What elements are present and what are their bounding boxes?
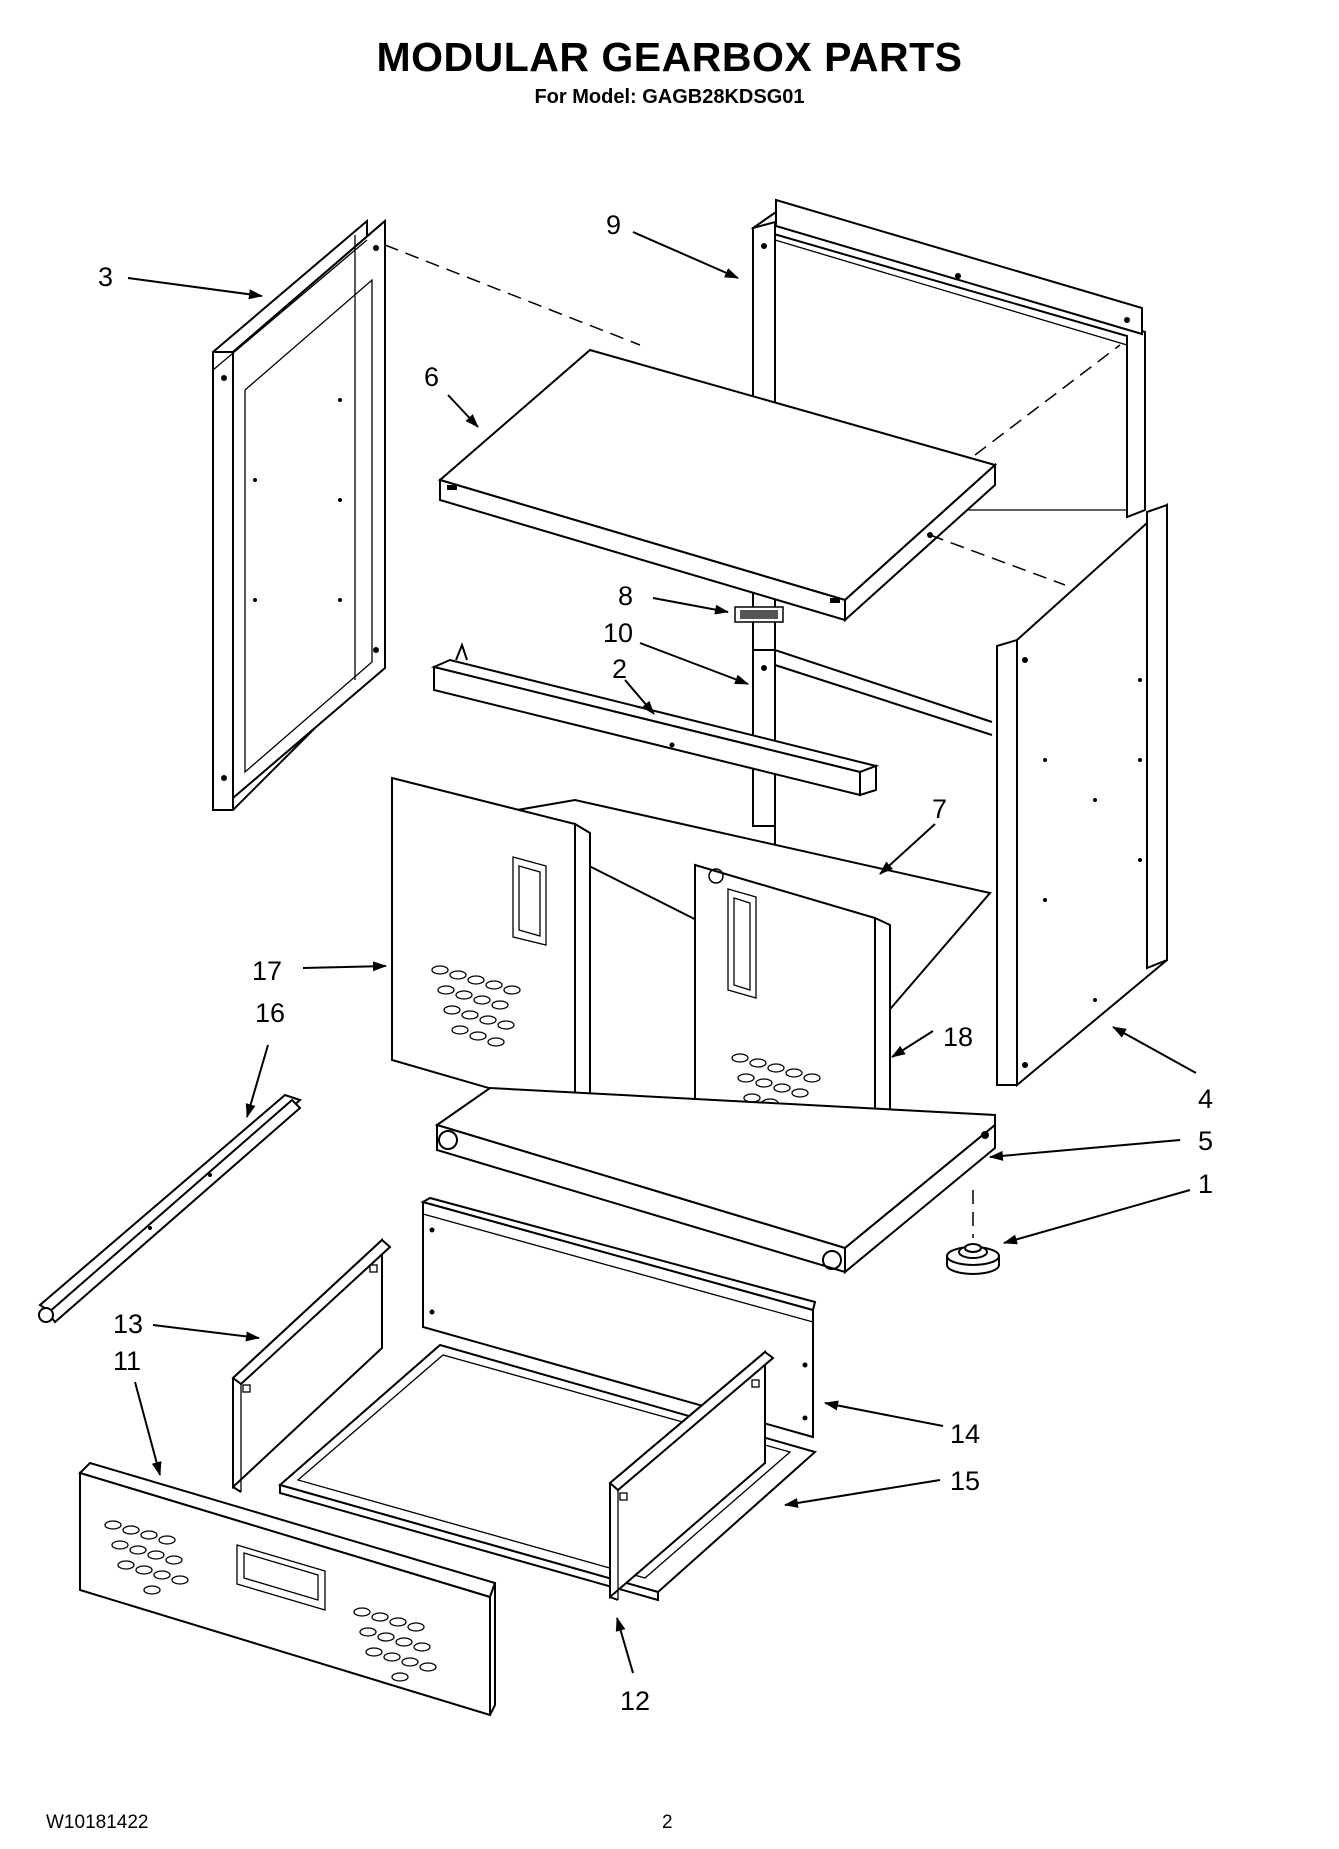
assembly-guide-lines (384, 244, 1121, 1238)
page-title: MODULAR GEARBOX PARTS (376, 34, 963, 80)
callout-18: 18 (943, 1022, 973, 1052)
callout-14: 14 (950, 1419, 980, 1449)
callout-10: 10 (603, 618, 633, 648)
callout-8: 8 (618, 581, 633, 611)
callout-12: 12 (620, 1686, 650, 1716)
part-11-drawer-front (78, 1461, 497, 1717)
part-13-drawer-left-side (231, 1237, 392, 1493)
part-8-label-plate (734, 606, 784, 623)
model-subtitle: For Model: GAGB28KDSG01 (534, 86, 805, 108)
part-1-leveling-foot (946, 1243, 1000, 1275)
callout-3: 3 (98, 262, 113, 292)
callout-1: 1 (1198, 1169, 1213, 1199)
part-3-left-side-frame (212, 218, 386, 811)
part-17-left-door (391, 776, 591, 1115)
part-2-front-crossbar (430, 642, 880, 797)
part-12-drawer-right-side (608, 1349, 775, 1601)
page-number: 2 (662, 1812, 673, 1833)
callout-15: 15 (950, 1466, 980, 1496)
callout-7: 7 (932, 794, 947, 824)
callout-leaders (127, 231, 1197, 1674)
callout-16: 16 (255, 998, 285, 1028)
callout-2: 2 (612, 654, 627, 684)
callout-5: 5 (1198, 1126, 1213, 1156)
callout-17: 17 (252, 956, 282, 986)
callout-4: 4 (1198, 1084, 1213, 1114)
part-16-slide-rail (38, 1093, 302, 1324)
callout-9: 9 (606, 210, 621, 240)
part-14-drawer-back (420, 1196, 817, 1439)
part-6-top-shelf (437, 348, 998, 623)
part-5-base (434, 1086, 996, 1275)
callout-labels: 3 6 9 8 10 2 7 17 16 18 4 5 1 13 11 14 1… (98, 210, 1213, 1716)
document-number: W10181422 (46, 1812, 149, 1833)
callout-6: 6 (424, 362, 439, 392)
callout-13: 13 (113, 1309, 143, 1339)
callout-11: 11 (113, 1346, 141, 1376)
part-4-right-side-panel (996, 502, 1168, 1088)
